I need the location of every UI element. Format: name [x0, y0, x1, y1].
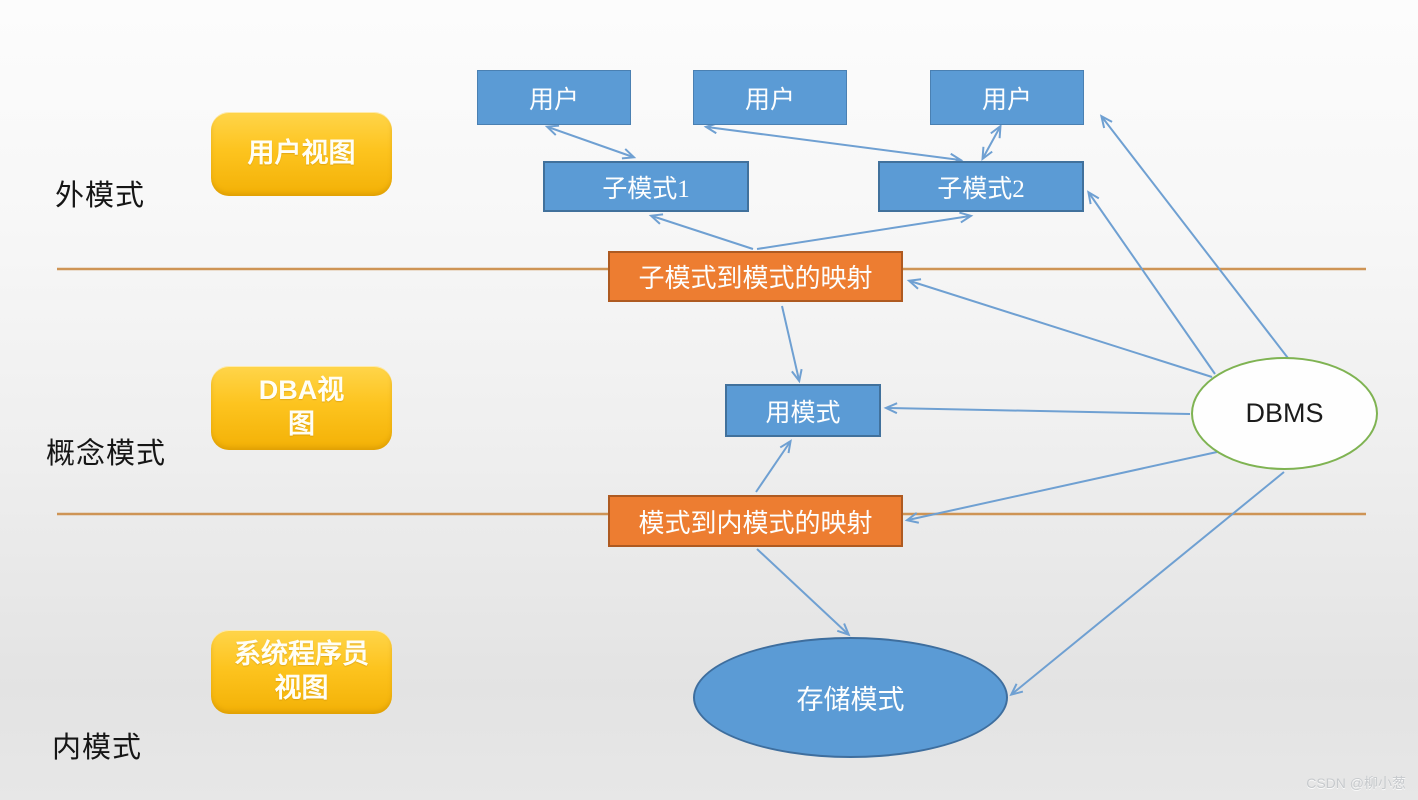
arrow-mapping1-subschema1	[648, 213, 754, 250]
watermark: CSDN @柳小葱	[1306, 775, 1406, 791]
view-button-dba: DBA视 图	[211, 366, 392, 450]
storage-ellipse: 存储模式	[693, 637, 1008, 758]
arrow-mapping2-storage	[756, 548, 851, 637]
schema-box: 用模式	[725, 384, 881, 437]
arrow-dbms-storage	[1009, 471, 1285, 697]
subschema1-box: 子模式1	[543, 161, 749, 212]
arrow-dbms-mapping2	[904, 451, 1218, 524]
arrow-dbms-user3	[1099, 114, 1292, 363]
layer-label-internal: 内模式	[52, 732, 143, 764]
mapping2-box: 模式到内模式的映射	[608, 495, 903, 547]
arrow-mapping2-schema	[755, 439, 792, 493]
user-box-3: 用户	[930, 70, 1084, 125]
arrow-mapping1-schema	[781, 305, 803, 384]
user-box-2: 用户	[693, 70, 847, 125]
arrow-dbms-mapping1	[906, 278, 1213, 378]
view-button-system-programmer: 系统程序员 视图	[211, 630, 392, 714]
arrow-user3-subschema2	[981, 124, 1002, 161]
layer-label-conceptual: 概念模式	[46, 438, 167, 470]
layer-label-external: 外模式	[55, 180, 146, 212]
user-box-1: 用户	[477, 70, 631, 125]
arrow-mapping1-subschema2	[756, 211, 974, 250]
dbms-ellipse: DBMS	[1191, 357, 1378, 470]
subschema2-box: 子模式2	[878, 161, 1084, 212]
arrow-user2-subschema2	[703, 122, 964, 165]
arrow-dbms-schema	[883, 402, 1191, 415]
arrow-user1-subschema1	[544, 124, 637, 160]
view-button-user: 用户视图	[211, 112, 392, 196]
mapping1-box: 子模式到模式的映射	[608, 251, 903, 302]
arrow-dbms-subschema2	[1087, 190, 1216, 375]
